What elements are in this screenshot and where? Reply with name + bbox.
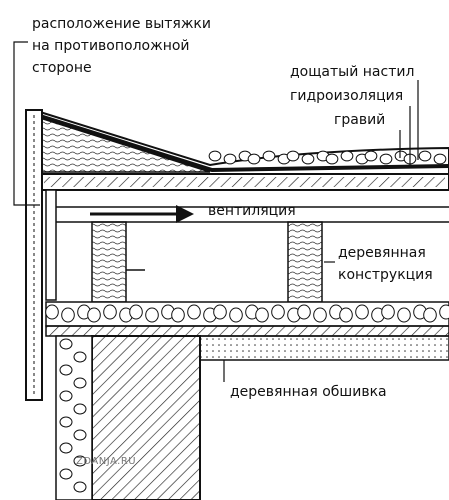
roof-upper-layers (39, 110, 449, 191)
gravel-stone (325, 153, 339, 165)
wall (55, 335, 201, 500)
gravel-stone (397, 307, 411, 323)
gravel-stone (439, 304, 449, 320)
gravel-stone (381, 304, 395, 320)
gravel-stone (271, 304, 285, 320)
label-deck: дощатый настил (290, 64, 415, 80)
joist-left (91, 221, 127, 303)
gravel-stone (418, 150, 432, 162)
ceiling-cladding (199, 335, 449, 361)
gravel-stone (379, 153, 393, 165)
wall-insulation-stone (59, 468, 73, 480)
wall-insulation-stone (73, 455, 87, 467)
gravel-stone (45, 304, 59, 320)
wall-insulation-stone (59, 442, 73, 454)
sloped-timber-wedge (39, 116, 211, 173)
leader-lines (13, 41, 419, 382)
gravel-stone (339, 307, 353, 323)
wall-insulation-stone (73, 351, 87, 363)
gravel-stone (247, 153, 261, 165)
gravel-stone (340, 150, 354, 162)
wall-insulation-stone (73, 481, 87, 493)
gravel-stone (187, 304, 201, 320)
gravel-stone (433, 153, 447, 165)
label-wood-cladding: деревянная обшивка (230, 384, 387, 400)
wall-masonry (91, 335, 201, 500)
gravel-stone (208, 150, 222, 162)
label-exhaust-location-3: стороне (32, 60, 92, 76)
wall-insulation-stone (73, 429, 87, 441)
roof-edge-fascia (25, 109, 57, 401)
gravel-stone (423, 307, 437, 323)
joist-right (287, 221, 323, 303)
gravel-stone (145, 307, 159, 323)
gravel-stone (229, 307, 243, 323)
gravel-stone (286, 150, 300, 162)
label-exhaust-location-2: на противоположной (32, 38, 190, 54)
gravel-stone (262, 150, 276, 162)
gravel-stone (213, 304, 227, 320)
wall-insulation-stone (59, 390, 73, 402)
gravel-stone (129, 304, 143, 320)
gravel-stone (313, 307, 327, 323)
label-gravel: гравий (334, 112, 386, 128)
gravel-stone (297, 304, 311, 320)
gravel-stone (355, 304, 369, 320)
gravel-stone (364, 150, 378, 162)
label-ventilation: вентиляция (208, 203, 296, 219)
ventilation-arrow-head (176, 205, 194, 223)
wood-structure (91, 221, 323, 303)
wall-insulation-stone (59, 416, 73, 428)
gravel-stone (61, 307, 75, 323)
gravel-stone (103, 304, 117, 320)
wall-insulation-stone (73, 377, 87, 389)
wall-insulation-stone (59, 364, 73, 376)
label-waterproofing: гидроизоляция (290, 88, 404, 104)
label-wood-structure-2: конструкция (338, 267, 433, 283)
lower-membrane (45, 325, 449, 337)
waterproofing-membrane (39, 114, 449, 173)
wall-insulation-stone (73, 403, 87, 415)
gravel-stone (301, 153, 315, 165)
gravel-stone (255, 307, 269, 323)
watermark: ZDANJA.RU (76, 456, 137, 467)
gravel-stone (171, 307, 185, 323)
label-exhaust-location-1: расположение вытяжки (32, 16, 211, 32)
gravel-stone (223, 153, 237, 165)
wall-insulation-stone (59, 338, 73, 350)
gravel-stone (87, 307, 101, 323)
label-wood-structure-1: деревянная (338, 245, 426, 261)
